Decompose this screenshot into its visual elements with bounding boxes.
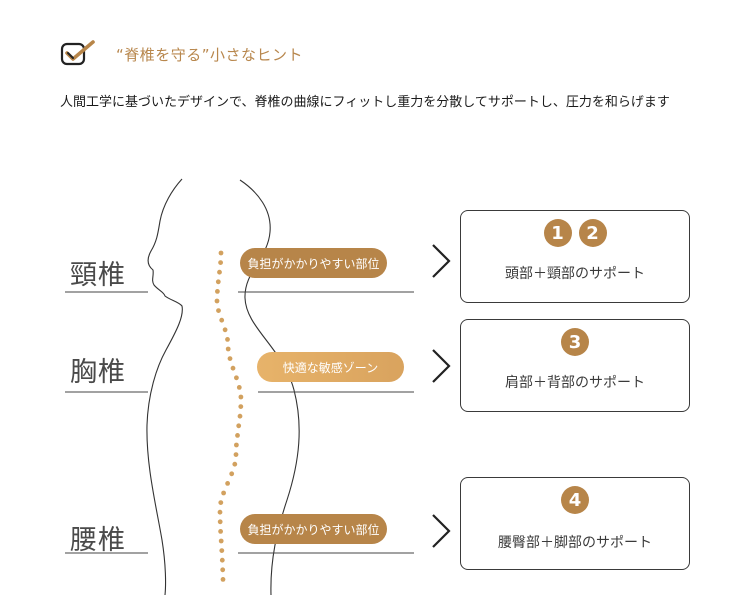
spine-dot (233, 452, 239, 457)
spine-dot (234, 375, 239, 381)
spine-dot (234, 442, 239, 448)
chevron-right-icon (432, 244, 451, 278)
pill-comfort-chest: 快適な敏感ゾーン (257, 352, 404, 382)
spine-dot (236, 423, 242, 429)
card-text: 腰臀部＋脚部のサポート (498, 535, 652, 551)
card-text: 肩部＋背部のサポート (505, 375, 645, 391)
spine-dot (219, 317, 225, 323)
spine-dot (237, 413, 243, 419)
spine-dot (220, 577, 226, 582)
page-subtitle: 人間工学に基づいたデザインで、脊椎の曲線にフィットし重力を分散してサポートし、圧… (60, 95, 670, 110)
number-badge: 2 (578, 219, 607, 247)
spine-dot (218, 500, 224, 505)
spine-dot (218, 538, 224, 544)
number-badge: 4 (561, 486, 589, 514)
spine-dot (219, 548, 225, 553)
hint-title: “脊椎を守る”小さなヒント (116, 46, 304, 64)
body-outline-back (239, 179, 300, 596)
spine-dot (215, 279, 221, 285)
checkbox-icon (60, 40, 95, 66)
card-text: 頭部＋頸部のサポート (505, 266, 645, 282)
body-outline-front (146, 178, 183, 596)
label-lumbar: 腰椎 (70, 525, 126, 556)
spine-dot (217, 269, 222, 275)
support-card-shoulder-back: 3 肩部＋背部のサポート (460, 319, 690, 412)
pill-pressure-lumbar: 負担がかかりやすい部位 (240, 514, 387, 544)
support-card-head-neck: 1 2 頭部＋頸部のサポート (460, 210, 690, 303)
spine-dot (218, 250, 224, 256)
spine-dot (218, 260, 224, 265)
support-card-waist-legs: 4 腰臀部＋脚部のサポート (460, 477, 690, 570)
spine-dot (238, 394, 244, 400)
spine-dot (221, 490, 227, 496)
spine-dot (216, 308, 221, 313)
spine-dot (218, 529, 224, 534)
chevron-right-icon (432, 349, 451, 383)
spine-dot (217, 519, 223, 525)
spine-dot (225, 346, 231, 352)
spine-dot (219, 557, 225, 563)
spine-dot (222, 327, 228, 333)
spine-dot (217, 509, 223, 515)
chevron-right-icon (432, 514, 451, 548)
spine-dots (214, 250, 244, 582)
spine-dot (232, 461, 238, 467)
spine-dot (215, 289, 220, 294)
spine-dot (229, 471, 235, 477)
spine-dot (225, 481, 231, 486)
number-badge: 1 (543, 219, 572, 247)
spine-dot (225, 337, 230, 342)
spine-dot (230, 365, 236, 371)
pill-pressure-neck: 負担がかかりやすい部位 (240, 248, 387, 278)
spine-dot (238, 404, 244, 409)
spine-dot (236, 385, 242, 390)
label-thoracic: 胸椎 (70, 357, 126, 388)
label-cervical: 頸椎 (70, 260, 126, 291)
number-badge: 3 (561, 328, 589, 356)
spine-dot (214, 298, 220, 304)
spine-dot (227, 356, 233, 361)
spine-dot (220, 567, 226, 573)
spine-dot (235, 433, 240, 438)
